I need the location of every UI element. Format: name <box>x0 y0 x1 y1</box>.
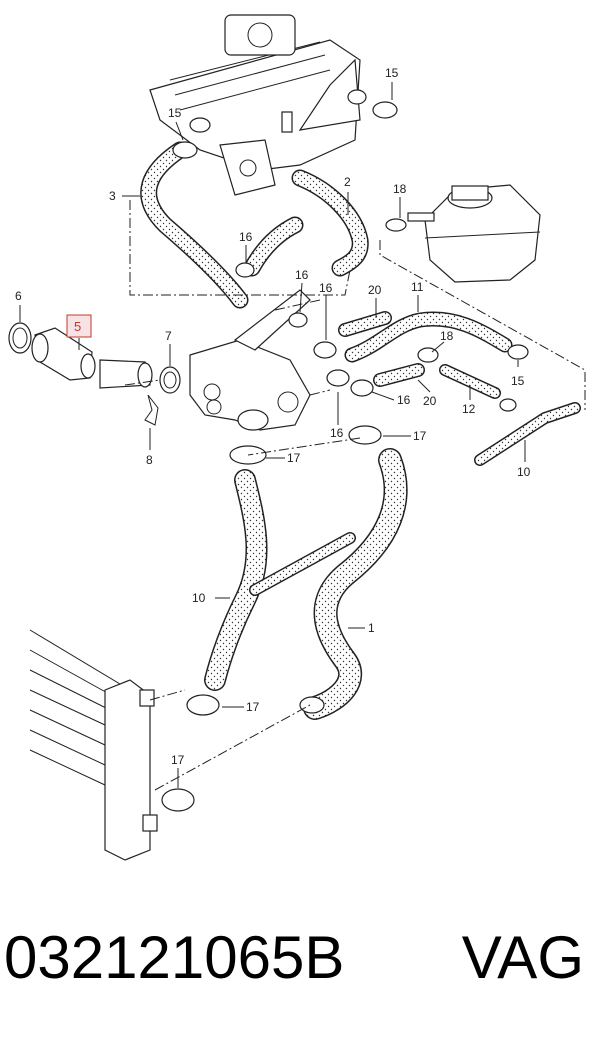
label-11: 11 <box>411 280 424 294</box>
hose-10-branch <box>249 532 356 596</box>
hose-16-upper <box>243 216 304 277</box>
label-16-right: 16 <box>319 281 333 295</box>
hose-3 <box>140 141 249 309</box>
label-17-centre: 17 <box>287 451 301 465</box>
label-15-top-right: 15 <box>385 66 399 80</box>
label-15-top-left: 15 <box>168 106 182 120</box>
label-3: 3 <box>109 189 116 203</box>
label-17-bottom: 17 <box>171 753 185 767</box>
leader-lines <box>19 82 526 788</box>
hose-10-right <box>474 402 581 466</box>
part-number: 032121065B <box>4 924 345 991</box>
label-6: 6 <box>15 289 22 303</box>
label-17-right: 17 <box>413 429 427 443</box>
label-16-mid: 16 <box>295 268 309 282</box>
label-15-right: 15 <box>511 374 525 388</box>
expansion-tank <box>407 184 541 283</box>
radiator <box>29 629 158 861</box>
label-1: 1 <box>368 621 375 635</box>
pipe-5 <box>8 322 181 426</box>
engine-block <box>149 14 361 196</box>
label-20-upper: 20 <box>368 283 382 297</box>
label-16-upper: 16 <box>239 230 253 244</box>
hose-11 <box>344 311 513 363</box>
clamps <box>161 89 529 812</box>
hose-1 <box>303 448 408 720</box>
hose-10 <box>204 469 268 691</box>
label-10-left: 10 <box>192 591 206 605</box>
brand-name: VAG <box>461 924 584 991</box>
label-2: 2 <box>344 175 351 189</box>
assembly-lines <box>124 200 586 791</box>
label-16-lower: 16 <box>330 426 344 440</box>
label-8: 8 <box>146 453 153 467</box>
label-18-mid: 18 <box>440 329 454 343</box>
label-12: 12 <box>462 402 476 416</box>
label-20-lower: 20 <box>423 394 437 408</box>
highlight-box-5 <box>66 314 92 338</box>
label-18-top: 18 <box>393 182 407 196</box>
hose-20-lower <box>373 363 425 387</box>
coolant-hose-exploded-diagram: 3 2 15 15 16 16 16 18 20 11 18 15 12 20 … <box>8 14 586 861</box>
hose-2 <box>291 169 369 277</box>
label-10-right: 10 <box>517 465 531 479</box>
label-7: 7 <box>165 329 172 343</box>
label-17-lower: 17 <box>246 700 260 714</box>
coolant-flange <box>189 289 311 431</box>
hose-12 <box>439 364 501 399</box>
label-16-lower-right: 16 <box>397 393 411 407</box>
label-5: 5 <box>74 319 81 334</box>
caption-bar: 032121065B VAG <box>0 918 600 998</box>
hose-20-upper <box>338 311 392 337</box>
